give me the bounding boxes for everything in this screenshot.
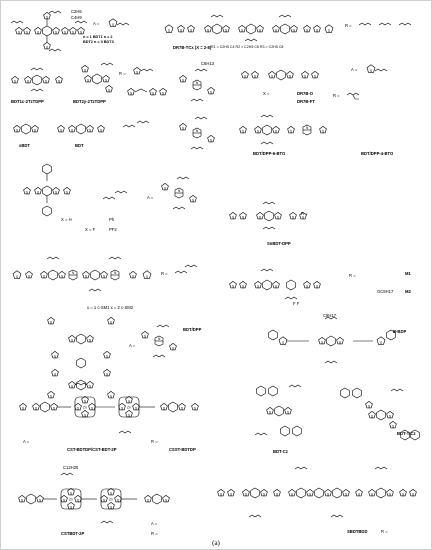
- label-c2h5-1: C2H5: [71, 9, 82, 14]
- bdt2y-name: BDT2y-2TzTDPP: [73, 99, 106, 104]
- figure-caption: (a): [212, 539, 220, 547]
- structure-sbdt: [11, 119, 41, 139]
- cst-bdtdp-name: CST-BDTDP/CST-BDT-2P: [67, 447, 117, 452]
- structure-cstbdt-2p: [11, 472, 187, 524]
- structure-s-vinylene: [127, 87, 167, 96]
- label-r-eq-7: R =: [151, 439, 158, 444]
- structure-dpp-center: [179, 68, 215, 102]
- bdt1c-name: BDT1c-2TzTDPP: [11, 99, 44, 104]
- label-a-eq-3: A =: [147, 195, 154, 200]
- bdt-cz-name: BDT-Cz: [273, 449, 288, 454]
- structure-r-group-1: [358, 22, 412, 26]
- label-r-eq-1: R =: [345, 23, 352, 28]
- structure-bdt-cz: [254, 384, 302, 437]
- label-pf2: PF2: [109, 227, 117, 232]
- structure-r-branched-3: [174, 264, 198, 274]
- label-c4h9-1: C4H9: [71, 15, 82, 20]
- structure-r-branched-1: [346, 92, 360, 100]
- structure-dpp-a-3: [161, 176, 197, 210]
- dr7b-tcx-name: DR7B-TCx (X = 2-8): [173, 45, 212, 50]
- structure-sbdtbdd: [217, 466, 417, 518]
- bdt-dpp-6-bto-name: BDT/DPP-6-BTO: [253, 151, 286, 156]
- structure-r-thiophene: [133, 66, 154, 75]
- label-r-eq-2: R =: [119, 71, 126, 76]
- structure-snbdt-dpp: [229, 201, 307, 230]
- sbdtbdd-name: SBDTBDD: [347, 529, 368, 534]
- structure-alkoxy-r: [122, 120, 150, 128]
- structure-m1-m2: [229, 268, 321, 300]
- structure-r-branched-2: [102, 190, 128, 200]
- structure-rhodanine-1: [108, 18, 130, 28]
- snbdt-dpp-name: SnBDT-DPP: [267, 241, 291, 246]
- label-x-eq-1: X =: [263, 91, 270, 96]
- m1-name: M1: [405, 271, 411, 276]
- structure-dpp-a-4: [141, 324, 177, 358]
- label-r-eq-4: R =: [301, 211, 308, 216]
- structure-dr7b-o: [241, 65, 319, 85]
- structure-b-bdp: [268, 316, 396, 364]
- b-bdp-name: B-BDP: [393, 329, 407, 334]
- sbdt-name: sBDT: [19, 143, 30, 148]
- label-a-eq-6: A =: [151, 521, 158, 526]
- dr7b-o-name: DR7B-O: [297, 91, 314, 96]
- label-x-h: X = H: [61, 217, 72, 222]
- label-x-f: X = F: [85, 227, 96, 232]
- bdt-name: BDT: [75, 143, 84, 148]
- label-r-eq-5: R =: [161, 271, 168, 276]
- label-r-eq-8: R =: [151, 531, 158, 536]
- label-ff: F F: [293, 301, 300, 306]
- structure-bdt-t-cz: [340, 387, 420, 441]
- label-c6h13-1: C6H13: [201, 61, 215, 66]
- structure-bdt1c-2tztdpp: [11, 67, 63, 92]
- structure-cst-bdtdp: [19, 382, 199, 434]
- cstbdt-2p-name: CSTBDT-2P: [61, 531, 85, 536]
- label-c12h25: C12H25: [63, 465, 79, 470]
- structure-bdt1: [10, 10, 88, 52]
- label-r-eq-3: R =: [333, 93, 340, 98]
- label-a-eq-5: A =: [23, 439, 30, 444]
- label-a-eq-4: A =: [129, 343, 136, 348]
- dr7b-ft-name: DR7B-FT: [297, 99, 315, 104]
- structure-bdt2y-2tztdpp: [81, 62, 114, 93]
- label-oc8h17: OC8H17: [377, 289, 394, 294]
- label-c8h17-1: C8H17: [323, 313, 337, 318]
- label-r-eq-9: R =: [381, 529, 388, 534]
- structure-rhodanine-2: [366, 64, 388, 74]
- structure-c-sm: [12, 256, 152, 292]
- bdt1-variants: n = 1 BDT1 n = 2 BDT2 n = 3 BDT3: [83, 35, 114, 44]
- csst-bdtdp-name: CSST-BDTDP: [169, 447, 196, 452]
- label-r-eq-6: R =: [349, 273, 356, 278]
- label-a-eq-2: A =: [351, 67, 358, 72]
- structure-dr7b-tcx: [164, 14, 334, 42]
- bdt-dpp-name: BDT/DPP: [183, 327, 202, 332]
- dr7b-tcx-rvalues: R1 = C2H5 C4 R2 = C2H5 C6 R3 = C2H5 C8: [211, 45, 284, 49]
- structure-bdt-aryl: [23, 163, 71, 217]
- m2-name: M2: [405, 289, 411, 294]
- label-ph: Ph: [109, 217, 115, 222]
- bdt-dpp-4-bto-name: BDT/DPP-4-BTO: [361, 151, 394, 156]
- c-sm-variants: x = 1 c-SM1 x = 2 c-SM2: [87, 305, 134, 310]
- bdt-t-cz-name: BDT-T-Cz: [397, 431, 416, 436]
- structure-dpp-a-2: [179, 116, 215, 150]
- structure-bdt-dpp-6-bto: [239, 114, 327, 145]
- structure-bdt: [57, 119, 105, 139]
- label-a-eq-1: A =: [93, 21, 100, 26]
